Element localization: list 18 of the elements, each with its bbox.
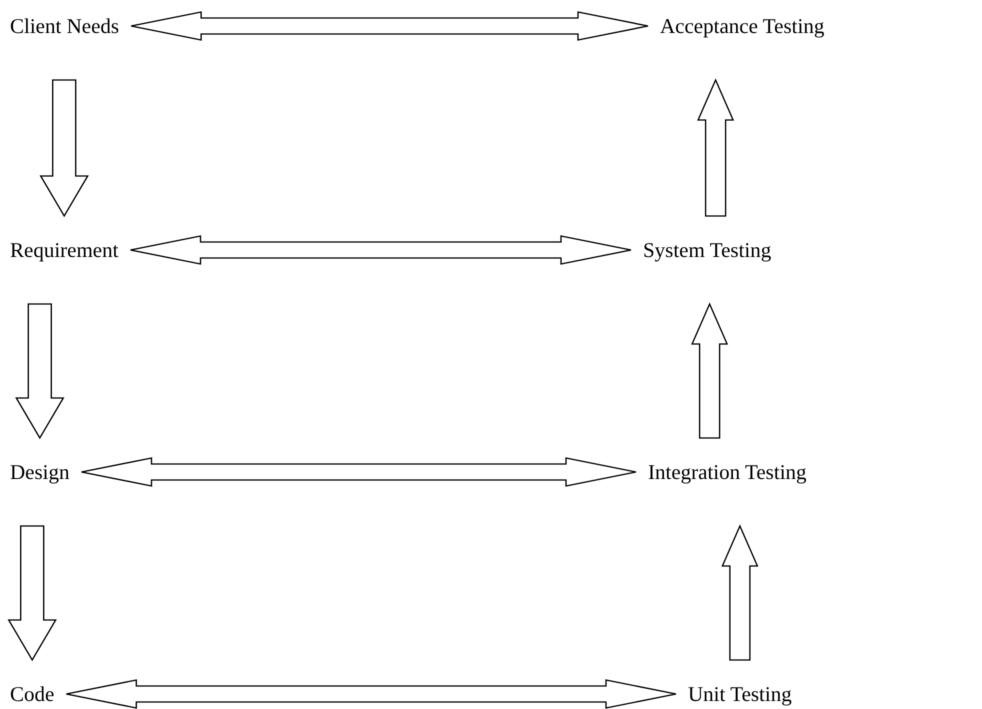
block-arrow xyxy=(697,78,734,217)
double-block-arrow xyxy=(66,679,677,709)
step-label: System Testing xyxy=(643,237,772,264)
step-label: Code xyxy=(10,681,54,708)
double-block-arrow xyxy=(130,11,649,41)
block-arrow xyxy=(8,525,57,662)
double-block-arrow xyxy=(80,457,637,487)
double-block-arrow xyxy=(130,235,632,265)
block-arrow xyxy=(40,79,89,218)
block-arrow xyxy=(691,302,728,439)
block-arrow xyxy=(721,524,758,661)
step-label: Integration Testing xyxy=(648,459,807,486)
block-arrow xyxy=(15,303,64,440)
step-label: Requirement xyxy=(10,237,118,264)
step-label: Acceptance Testing xyxy=(660,13,824,40)
step-label: Client Needs xyxy=(10,13,120,40)
step-label: Design xyxy=(10,459,70,486)
step-label: Unit Testing xyxy=(688,681,792,708)
